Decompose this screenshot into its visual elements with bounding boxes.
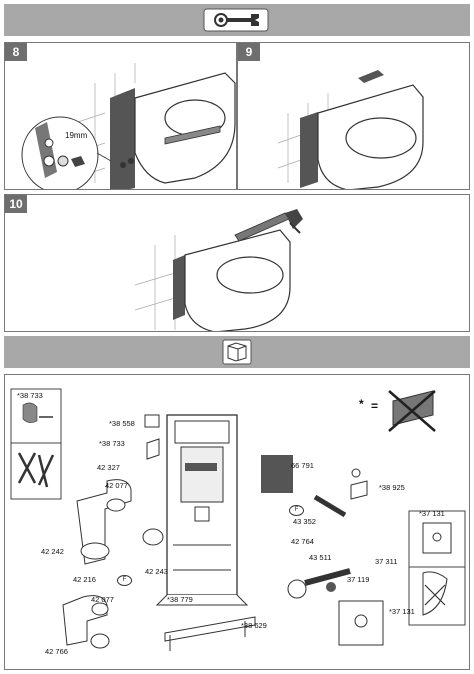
part-label-42216: 42 216 xyxy=(73,575,96,584)
parts-panel: *38 733 * = *38 558 *38 733 42 327 42 07… xyxy=(4,374,470,670)
equals-mark: = xyxy=(371,399,379,413)
part-label-37131: *37 131 xyxy=(389,607,415,616)
part-label-37131-top: *37 131 xyxy=(419,509,445,518)
part-label-43511: 43 511 xyxy=(309,553,332,562)
step-number: 8 xyxy=(5,43,27,61)
part-label-42077-a: 42 077 xyxy=(105,481,128,490)
part-label-42764: 42 764 xyxy=(291,537,314,546)
part-label-38779: *38 779 xyxy=(167,595,193,604)
flush-mark-upper: F xyxy=(289,505,304,516)
part-label-42243: 42 243 xyxy=(145,567,168,576)
part-label-38925: *38 925 xyxy=(379,483,405,492)
parts-illustration xyxy=(10,388,466,651)
box-icon xyxy=(222,339,252,365)
part-label-38558: *38 558 xyxy=(109,419,135,428)
tools-banner xyxy=(4,4,470,36)
asterisk-mark: * xyxy=(359,397,364,411)
inset-left-ref: *38 733 xyxy=(17,391,43,400)
wrench-size-label: 19mm xyxy=(65,131,88,140)
parts-banner xyxy=(4,336,470,368)
part-label-42766: 42 766 xyxy=(45,647,68,656)
step-10-panel: 10 xyxy=(4,194,470,332)
step-10-illustration xyxy=(134,209,303,331)
step-9-panel: 9 xyxy=(237,42,470,190)
part-label-37119: 37 119 xyxy=(347,575,370,584)
step-8-illustration xyxy=(21,63,236,189)
part-label-38733: *38 733 xyxy=(99,439,125,448)
wrench-icon xyxy=(203,8,269,32)
part-label-42077-b: 42 077 xyxy=(91,595,114,604)
part-label-42327: 42 327 xyxy=(97,463,120,472)
step-number: 10 xyxy=(5,195,27,213)
part-label-66791: 66 791 xyxy=(291,461,314,470)
part-label-43352: 43 352 xyxy=(293,517,316,526)
flush-mark-lower: F xyxy=(117,575,132,586)
step-9-illustration xyxy=(277,70,424,189)
step-number: 9 xyxy=(238,43,260,61)
part-label-42242: 42 242 xyxy=(41,547,64,556)
step-8-panel: 8 19mm xyxy=(4,42,237,190)
part-label-37311: 37 311 xyxy=(375,557,398,566)
part-label-38629: *38 629 xyxy=(241,621,267,630)
